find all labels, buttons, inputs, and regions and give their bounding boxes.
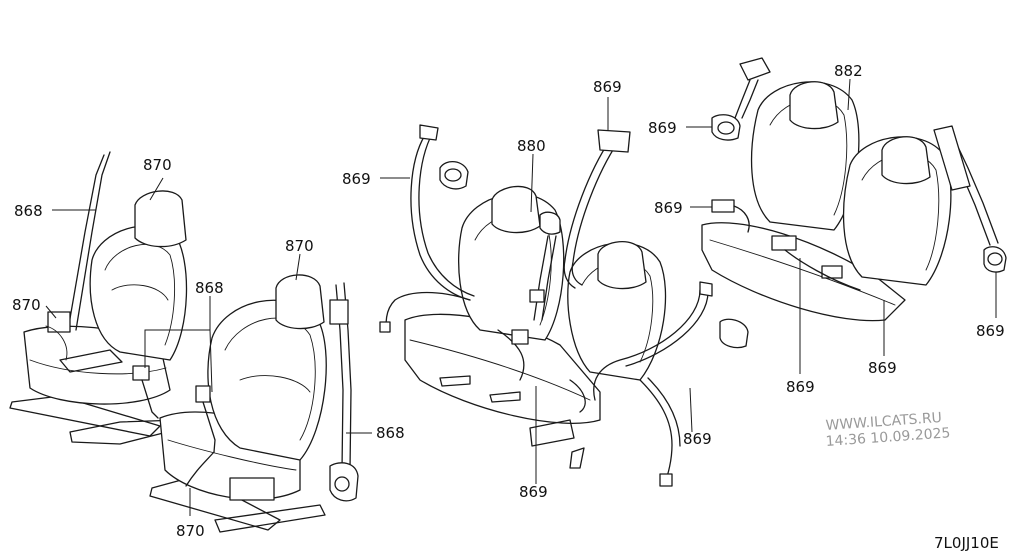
callout-868-front-left: 868 xyxy=(14,202,43,220)
watermark: WWW.ILCATS.RU 14:36 10.09.2025 xyxy=(825,410,951,450)
front-seat-right-illustration xyxy=(149,274,359,533)
rear-seat-center-illustration xyxy=(379,124,749,487)
rear-seat-right-illustration xyxy=(701,57,1007,322)
callout-882-third-row-seat: 882 xyxy=(834,62,863,80)
callout-880-rear-seat: 880 xyxy=(517,137,546,155)
front-seat-left-illustration xyxy=(9,151,188,445)
callout-869-third-row-lower: 869 xyxy=(868,359,897,377)
callout-870-front-right: 870 xyxy=(285,237,314,255)
callout-869-rear-right-belt: 869 xyxy=(683,430,712,448)
part-callouts: 870 868 870 868 870 868 870 869 880 869 … xyxy=(12,62,1005,540)
figure-code: 7L0JJ10E xyxy=(934,534,999,552)
callout-869-third-row-retractor: 869 xyxy=(648,119,677,137)
callout-870-front-left: 870 xyxy=(143,156,172,174)
callout-869-rear-left-belt: 869 xyxy=(342,170,371,188)
leader-lines xyxy=(45,78,997,516)
callout-869-third-row-straps: 869 xyxy=(786,378,815,396)
callout-869-rear-center-belt: 869 xyxy=(593,78,622,96)
callout-869-third-row-side-belt: 869 xyxy=(976,322,1005,340)
callout-870-front-left-buckle: 870 xyxy=(12,296,41,314)
callout-870-front-right-buckle: 870 xyxy=(176,522,205,540)
callout-868-front-right-pillar: 868 xyxy=(376,424,405,442)
callout-869-third-row-buckle: 869 xyxy=(654,199,683,217)
callout-868-front-buckles: 868 xyxy=(195,279,224,297)
callout-869-rear-center-buckle: 869 xyxy=(519,483,548,501)
